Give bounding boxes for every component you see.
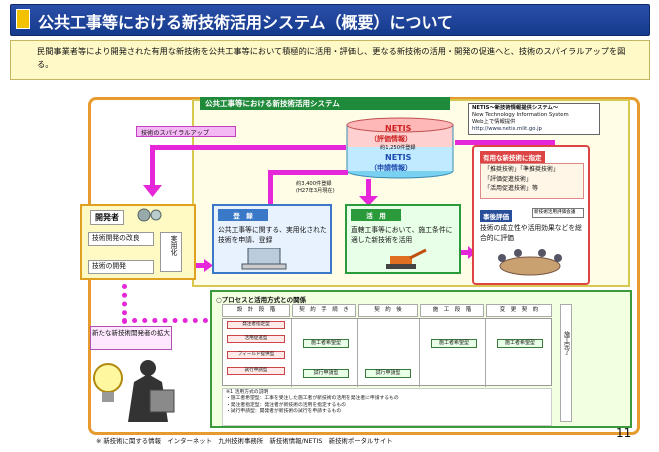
usage-text: 直轄工事等において、施工条件に適した新技術を活用 bbox=[351, 226, 453, 244]
new-developer-label: 新たな新技術開発者の拡大 bbox=[90, 326, 172, 350]
registration-title: 登 録 bbox=[218, 209, 268, 221]
developer-item1: 技術開発の改良 bbox=[88, 232, 154, 246]
left-box-2: 活用促進型 bbox=[227, 335, 285, 343]
page-title: 公共工事等における新技術活用システム（概要）について bbox=[38, 13, 454, 32]
arrow-right-icon bbox=[204, 259, 213, 272]
grid-line bbox=[291, 319, 292, 387]
arrow-eval-to-netis-v bbox=[550, 140, 555, 148]
note-line: ・試行申請型：開発者が新技術の試行を申請するもの bbox=[226, 409, 342, 415]
completion-column: 施工完了 bbox=[560, 304, 572, 422]
left-box-1: 発注者指定型 bbox=[227, 321, 285, 329]
arrow-reg-to-netis bbox=[268, 172, 273, 204]
arrow-down-icon bbox=[143, 185, 162, 197]
left-box-4: 試行申請型 bbox=[227, 367, 285, 375]
completion-label: 施工完了 bbox=[562, 331, 570, 355]
phase-construction: 施 工 段 階 bbox=[420, 304, 484, 317]
title-marker-icon bbox=[16, 9, 30, 29]
spiral-label: 技術のスパイラルアップ bbox=[136, 126, 236, 137]
phase-contract-procedure: 契 約 手 続 き bbox=[292, 304, 356, 317]
arrow-down-icon-2 bbox=[359, 196, 378, 206]
note-line: ・施工者希望型：工事を受注した施工者が新技術の活用を発注者に申請するもの bbox=[226, 396, 399, 402]
useful-tech-header: 有用な新技術に指定 bbox=[480, 151, 545, 163]
phase-change-contract: 変 更 契 約 bbox=[486, 304, 552, 317]
intro-text: 民間事業者等により開発された有用な新技術を公共工事等において積極的に活用・評価し… bbox=[10, 40, 650, 80]
excavator-icon bbox=[386, 248, 427, 269]
footer-text: ※ 新技術に関する情報 インターネット 九州技術事務所 新技術情報/NETIS … bbox=[96, 437, 393, 445]
netis-name: NETIS bbox=[385, 124, 412, 133]
grid-line bbox=[419, 319, 420, 387]
phase-after-contract: 契 約 後 bbox=[358, 304, 418, 317]
netis-note-url[interactable]: http://www.netis.mlit.go.jp bbox=[472, 126, 542, 132]
applicant-box-2: 施工者希望型 bbox=[431, 339, 477, 348]
title-bar bbox=[10, 4, 650, 36]
arrow-use-to-eval bbox=[461, 250, 473, 255]
note-line: ※1 活用方式の説明 bbox=[226, 390, 269, 395]
process-notes: ※1 活用方式の説明 ・施工者希望型：工事を受注した施工者が新技術の活用を発注者… bbox=[222, 388, 552, 426]
useful-tech-list: 「推奨技術」「準推奨技術」 「評価促進技術」 「活用促進技術」等 bbox=[480, 163, 584, 199]
arrow-dev-to-reg bbox=[196, 263, 208, 268]
registration-text: 公共工事等に関する、実用化された技術を申請、登録 bbox=[218, 226, 327, 244]
note-line: ・発注者指定型：発注者が新技術の活用を指定するもの bbox=[226, 402, 346, 408]
netis-apply-date: (H27年3月現在) bbox=[296, 188, 335, 194]
netis-apply-label: （申請情報） bbox=[370, 164, 412, 172]
useful-tech-item2: 「評価促進技術」 bbox=[484, 175, 533, 183]
netis-note-line2: New Technology Information System bbox=[472, 112, 569, 118]
page-number: 11 bbox=[616, 426, 632, 440]
developer-side: 実用化 bbox=[160, 232, 182, 272]
arrow-reg-to-netis-h bbox=[268, 170, 348, 175]
netis-eval-count: 約1,250件登録 bbox=[380, 145, 416, 151]
usage-title: 活 用 bbox=[351, 209, 401, 221]
developer-item2: 技術の開発 bbox=[88, 260, 154, 274]
useful-tech-item1: 「推奨技術」「準推奨技術」 bbox=[484, 166, 560, 173]
meeting-icon bbox=[498, 249, 562, 276]
netis-name-2: NETIS bbox=[385, 153, 412, 162]
grid-line bbox=[357, 319, 358, 387]
left-box-3: フィールド提供型 bbox=[227, 351, 285, 359]
useful-tech-item3: 「活用促進技術」等 bbox=[484, 185, 539, 192]
applicant-box-1: 施工者希望型 bbox=[303, 339, 349, 348]
netis-apply-count: 約3,400件登録 bbox=[296, 181, 332, 187]
dotted-arrow bbox=[122, 284, 127, 324]
developer-title: 開発者 bbox=[90, 210, 124, 225]
arrow-netis-to-use bbox=[366, 179, 371, 201]
eval-text: 技術の成立性や活用効果などを総合的に評価 bbox=[480, 224, 582, 242]
applicant-box-3: 施工者希望型 bbox=[497, 339, 543, 348]
trial-box-2: 試行申請型 bbox=[365, 369, 411, 378]
system-title: 公共工事等における新技術活用システム bbox=[200, 97, 450, 110]
netis-database-icon bbox=[346, 117, 454, 179]
gear-icon bbox=[137, 208, 162, 222]
netis-note-line1: NETIS～新技術情報提供システム～ bbox=[472, 105, 559, 111]
process-grid: 発注者指定型 活用促進型 フィールド提供型 試行申請型 施工者希望型 施工者希望… bbox=[222, 318, 552, 387]
lightbulb-icon bbox=[93, 360, 175, 422]
netis-note-line3: Web上で情報提供 bbox=[472, 119, 516, 125]
spiral-arrow-top bbox=[150, 145, 346, 150]
netis-eval-label: （評価情報） bbox=[370, 135, 412, 143]
eval-side: 新技術活用評価会議 bbox=[532, 208, 584, 218]
spiral-arrow-left-down bbox=[150, 145, 155, 187]
trial-box-1: 試行申請型 bbox=[303, 369, 349, 378]
netis-note: NETIS～新技術情報提供システム～ New Technology Inform… bbox=[468, 103, 600, 135]
eval-title: 事後評価 bbox=[480, 210, 512, 222]
arrow-eval-to-netis bbox=[455, 140, 555, 145]
laptop-icon bbox=[241, 248, 287, 270]
process-title: ○プロセスと活用方式との関係 bbox=[216, 296, 307, 304]
dotted-arrow-h bbox=[122, 318, 208, 323]
grid-line bbox=[485, 319, 486, 387]
phase-design: 設 計 段 階 bbox=[222, 304, 290, 317]
